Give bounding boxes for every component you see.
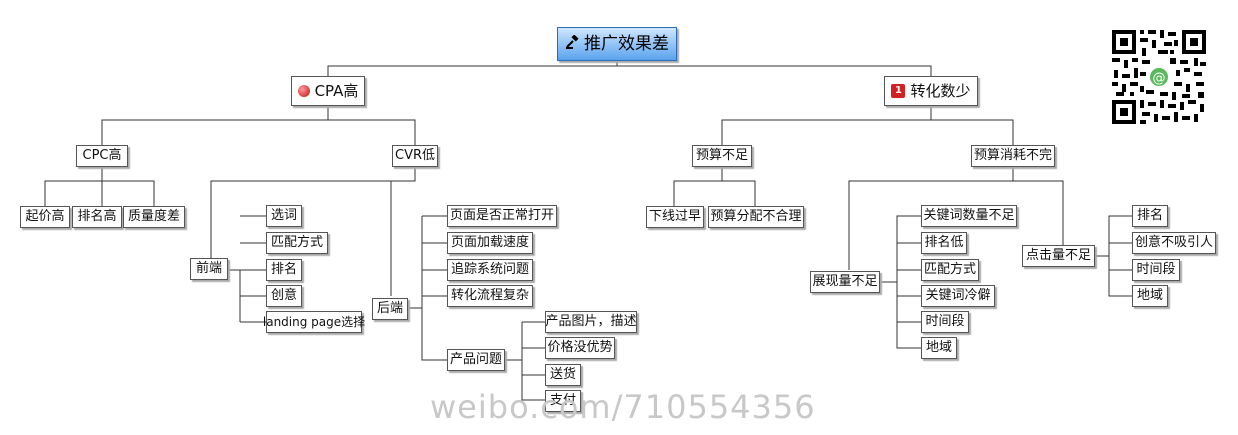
frontend-item-label: 排名 — [271, 262, 298, 277]
cpa-high-node[interactable]: CPA高 — [291, 76, 365, 106]
impressions-low-label: 展现量不足 — [812, 274, 878, 289]
cvr-low-node[interactable]: CVR低 — [392, 145, 438, 167]
budget-short-item[interactable]: 预算分配不合理 — [708, 206, 804, 228]
conversions-low-label: 转化数少 — [910, 82, 971, 100]
budget-short-label: 预算不足 — [696, 148, 749, 163]
backend-item-label: 页面加载速度 — [451, 235, 530, 250]
frontend-item[interactable]: 选词 — [266, 205, 302, 227]
frontend-item-label: 创意 — [271, 288, 298, 303]
pin-icon — [297, 85, 310, 97]
at-icon: @ — [1153, 71, 1166, 86]
impression-item-label: 关键词冷僻 — [925, 288, 991, 303]
cpc-child-label: 质量度差 — [128, 209, 181, 224]
product-item[interactable]: 价格没优势 — [545, 337, 615, 359]
product-item[interactable]: 产品图片，描述 — [545, 311, 637, 333]
budget-short-item-label: 预算分配不合理 — [710, 209, 802, 224]
cpc-child-node[interactable]: 起价高 — [20, 206, 70, 228]
backend-item[interactable]: 页面加载速度 — [447, 232, 533, 254]
frontend-item[interactable]: landing page选择 — [262, 311, 366, 333]
impression-item[interactable]: 地域 — [921, 337, 957, 359]
click-item-label: 时间段 — [1136, 262, 1176, 277]
click-item-label: 地域 — [1137, 288, 1164, 303]
clicks-low-node[interactable]: 点击量不足 — [1022, 245, 1095, 267]
product-item-label: 产品图片，描述 — [545, 314, 637, 329]
root-label: 推广效果差 — [584, 34, 669, 54]
budget-unused-node[interactable]: 预算消耗不完 — [971, 145, 1055, 167]
frontend-item-label: landing page选择 — [262, 315, 366, 329]
click-item[interactable]: 时间段 — [1132, 259, 1180, 281]
product-issue-label: 产品问题 — [450, 352, 503, 367]
backend-item-label: 页面是否正常打开 — [450, 208, 555, 223]
impression-item-label: 匹配方式 — [924, 262, 977, 277]
root-node[interactable]: 推广效果差 — [557, 27, 677, 61]
frontend-item-label: 选词 — [271, 208, 298, 223]
cpc-child-label: 排名高 — [77, 209, 117, 224]
backend-item[interactable]: 追踪系统问题 — [447, 259, 533, 281]
cpc-child-node[interactable]: 质量度差 — [123, 206, 185, 228]
clicks-low-label: 点击量不足 — [1026, 248, 1092, 263]
frontend-label: 前端 — [195, 261, 222, 276]
backend-item-label: 转化流程复杂 — [451, 288, 530, 303]
backend-label: 后端 — [377, 301, 404, 316]
cpc-child-node[interactable]: 排名高 — [72, 206, 122, 228]
product-item-label: 支付 — [550, 393, 577, 408]
click-item[interactable]: 创意不吸引人 — [1132, 232, 1216, 254]
frontend-node[interactable]: 前端 — [190, 258, 228, 280]
watermark: weibo.com/710554356 — [430, 388, 816, 426]
budget-unused-label: 预算消耗不完 — [974, 148, 1053, 163]
impression-item-label: 关键词数量不足 — [923, 208, 1015, 223]
priority-1-icon: 1 — [891, 84, 906, 98]
gavel-icon — [565, 34, 579, 54]
product-item-label: 价格没优势 — [547, 340, 613, 355]
budget-short-item-label: 下线过早 — [649, 209, 702, 224]
cpc-child-label: 起价高 — [25, 209, 65, 224]
conversions-low-node[interactable]: 1 转化数少 — [884, 76, 978, 106]
budget-short-node[interactable]: 预算不足 — [692, 145, 752, 167]
impression-item[interactable]: 关键词数量不足 — [921, 205, 1017, 227]
cpc-high-node[interactable]: CPC高 — [76, 145, 128, 167]
cpa-high-label: CPA高 — [314, 82, 359, 100]
frontend-item[interactable]: 排名 — [266, 259, 302, 281]
impression-item-label: 地域 — [926, 340, 953, 355]
click-item-label: 排名 — [1137, 208, 1164, 223]
click-item[interactable]: 排名 — [1132, 205, 1168, 227]
cpc-high-label: CPC高 — [82, 148, 122, 163]
impression-item[interactable]: 关键词冷僻 — [921, 285, 995, 307]
product-item[interactable]: 送货 — [545, 364, 581, 386]
impressions-low-node[interactable]: 展现量不足 — [810, 271, 880, 293]
impression-item-label: 排名低 — [924, 235, 964, 250]
frontend-item[interactable]: 匹配方式 — [266, 232, 328, 254]
cvr-low-label: CVR低 — [395, 148, 436, 163]
click-item[interactable]: 地域 — [1132, 285, 1168, 307]
impression-item[interactable]: 匹配方式 — [921, 259, 979, 281]
product-item-label: 送货 — [550, 367, 577, 382]
product-item[interactable]: 支付 — [545, 390, 581, 412]
backend-item[interactable]: 页面是否正常打开 — [447, 205, 557, 227]
backend-item[interactable]: 转化流程复杂 — [447, 285, 533, 307]
impression-item[interactable]: 排名低 — [921, 232, 967, 254]
impression-item-label: 时间段 — [925, 314, 965, 329]
budget-short-item[interactable]: 下线过早 — [646, 206, 704, 228]
backend-item-label: 追踪系统问题 — [451, 262, 530, 277]
product-issue-node[interactable]: 产品问题 — [447, 349, 505, 371]
qr-code: @ — [1110, 28, 1208, 126]
frontend-item-label: 匹配方式 — [271, 235, 324, 250]
frontend-item[interactable]: 创意 — [266, 285, 302, 307]
backend-node[interactable]: 后端 — [372, 298, 408, 320]
click-item-label: 创意不吸引人 — [1135, 235, 1214, 250]
impression-item[interactable]: 时间段 — [921, 311, 969, 333]
